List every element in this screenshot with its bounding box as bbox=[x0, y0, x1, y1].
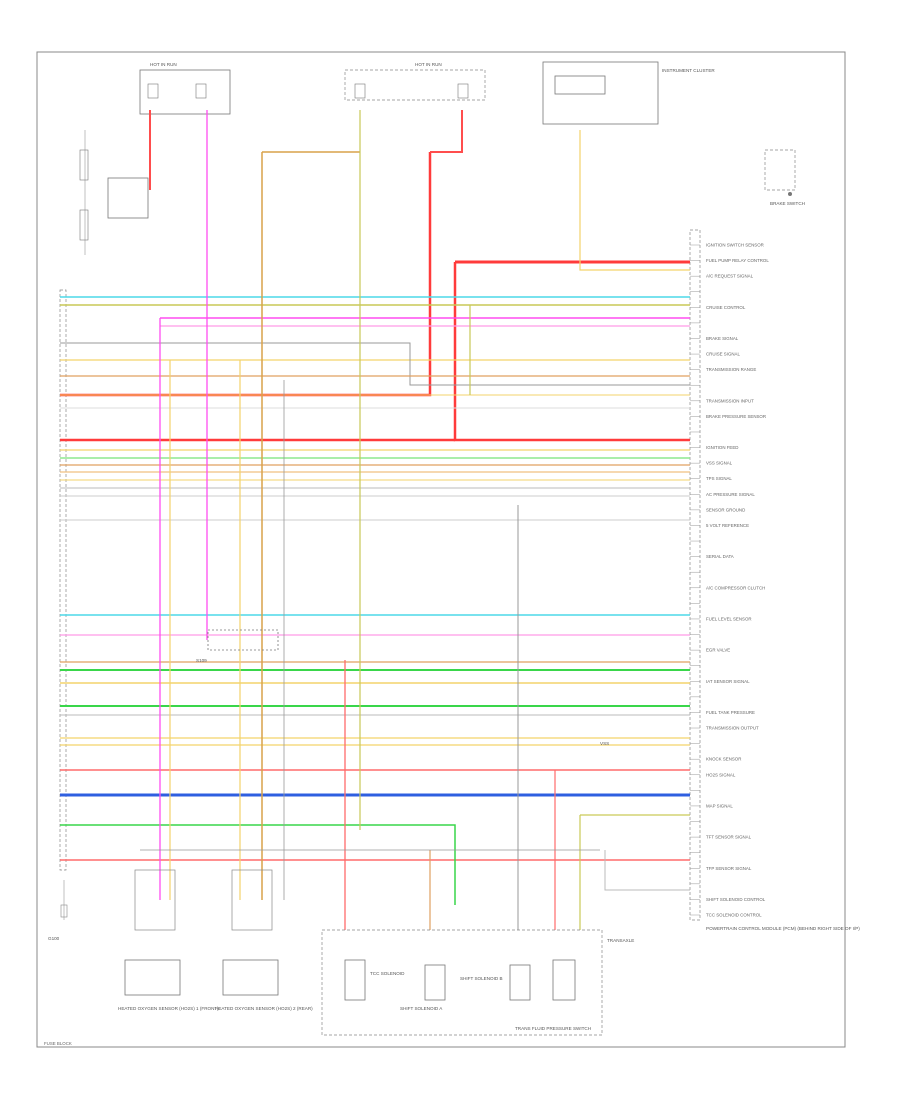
pcm-pin-label: VSS SIGNAL bbox=[706, 461, 733, 466]
fuse-block-right bbox=[344, 69, 486, 101]
shift-solenoid-a bbox=[424, 964, 446, 1001]
pcm-pin-label: SHIFT SOLENOID CONTROL bbox=[706, 897, 766, 902]
pcm-pin-label: TRANSMISSION OUTPUT bbox=[706, 726, 759, 731]
pcm-pin-label: AC PRESSURE SIGNAL bbox=[706, 492, 755, 497]
vss-label: VSS bbox=[600, 741, 609, 746]
pcm-pin-label: HO2S SIGNAL bbox=[706, 772, 736, 777]
sensor-connector-left bbox=[134, 869, 176, 931]
wire-grn bbox=[60, 824, 456, 905]
shift-solenoid-b bbox=[509, 964, 531, 1001]
ho2s-1-sensor bbox=[124, 959, 181, 996]
fuse-icon bbox=[147, 83, 159, 99]
wire-red bbox=[430, 110, 463, 153]
pcm-pin-label: FUEL TANK PRESSURE bbox=[706, 710, 755, 715]
pcm-pin-label: TCC SOLENOID CONTROL bbox=[706, 913, 762, 918]
pcm-pin-label: A/C COMPRESSOR CLUTCH bbox=[706, 585, 765, 590]
brake-switch-label: BRAKE SWITCH bbox=[770, 201, 805, 206]
footer-ref: FUSE BLOCK bbox=[44, 1041, 72, 1046]
ground-ref-label: G100 bbox=[48, 936, 60, 941]
pcm-pin-label: SERIAL DATA bbox=[706, 554, 734, 559]
pcm-pin-label: TPS SIGNAL bbox=[706, 476, 732, 481]
pcm-label: POWERTRAIN CONTROL MODULE (PCM) (BEHIND … bbox=[706, 926, 860, 931]
fuse-icon bbox=[354, 83, 366, 99]
hot-in-run-label-left: HOT IN RUN bbox=[150, 62, 177, 67]
pcm-pin-label: IAT SENSOR SIGNAL bbox=[706, 679, 750, 684]
transaxle-label: TRANSAXLE bbox=[607, 938, 634, 943]
pressure-switch bbox=[552, 959, 576, 1001]
pcm-pin-label: TFT SENSOR SIGNAL bbox=[706, 835, 752, 840]
connector-icon bbox=[60, 904, 68, 918]
instrument-cluster bbox=[542, 61, 659, 125]
transaxle bbox=[321, 929, 603, 1036]
wire-gry bbox=[60, 342, 690, 386]
cluster-subbox bbox=[554, 75, 606, 95]
pcm-pin-label: EGR VALVE bbox=[706, 648, 730, 653]
horizontal-wires bbox=[60, 152, 690, 905]
pcm-pin-label: FUEL PUMP RELAY CONTROL bbox=[706, 258, 769, 263]
pcm-pin-label: BRAKE SIGNAL bbox=[706, 336, 739, 341]
splice-box bbox=[207, 629, 279, 651]
diagram-frame bbox=[36, 51, 846, 1048]
splice-label: S109 bbox=[196, 658, 207, 663]
wire-gry bbox=[604, 850, 690, 891]
connector-icon bbox=[79, 209, 89, 241]
vertical-wires bbox=[140, 110, 690, 930]
pcm-pin-label: IGNITION SWITCH SENSOR bbox=[706, 243, 764, 248]
pressure-switch-label: TRANS FLUID PRESSURE SWITCH bbox=[515, 1026, 591, 1031]
sensor-connector-mid bbox=[231, 869, 273, 931]
ground-icon bbox=[788, 192, 792, 196]
fuse-icon bbox=[195, 83, 207, 99]
pcm-pin-label: IGNITION FEED bbox=[706, 445, 738, 450]
fuse-block-left bbox=[139, 69, 231, 115]
pcm-pin-label: KNOCK SENSOR bbox=[706, 757, 741, 762]
hot-in-run-label-right: HOT IN RUN bbox=[415, 62, 442, 67]
pcm-pin-label: TFP SENSOR SIGNAL bbox=[706, 866, 752, 871]
fuse-icon bbox=[457, 83, 469, 99]
pcm-connector bbox=[689, 229, 701, 921]
shift-solenoid-a-label: SHIFT SOLENOID A bbox=[400, 1006, 443, 1011]
ho2s-1-caption: HEATED OXYGEN SENSOR (HO2S) 1 (FRONT) bbox=[118, 1006, 219, 1011]
wire-tan bbox=[579, 130, 690, 271]
pcm-pin-label: CRUISE SIGNAL bbox=[706, 352, 740, 357]
pcm-pin-label: CRUISE CONTROL bbox=[706, 305, 746, 310]
relay-component bbox=[107, 177, 149, 219]
instrument-cluster-label: INSTRUMENT CLUSTER bbox=[662, 68, 715, 73]
pcm-pin-label: TRANSMISSION RANGE bbox=[706, 367, 756, 372]
left-connector bbox=[59, 289, 67, 871]
pcm-pin-label: TRANSMISSION INPUT bbox=[706, 398, 754, 403]
tcc-solenoid-label: TCC SOLENOID bbox=[370, 971, 405, 976]
pcm-pin-label: BRAKE PRESSURE SENSOR bbox=[706, 414, 766, 419]
pcm-pin-label: SENSOR GROUND bbox=[706, 507, 745, 512]
pcm-pin-label: FUEL LEVEL SENSOR bbox=[706, 616, 752, 621]
shift-solenoid-b-label: SHIFT SOLENOID B bbox=[460, 976, 503, 981]
ho2s-2-caption: HEATED OXYGEN SENSOR (HO2S) 2 (REAR) bbox=[215, 1006, 313, 1011]
connector-icon bbox=[79, 149, 89, 181]
pcm-pin-label: 5 VOLT REFERENCE bbox=[706, 523, 749, 528]
pcm-pin-label: MAP SIGNAL bbox=[706, 803, 733, 808]
pcm-pin-labels: IGNITION SWITCH SENSOR FUEL PUMP RELAY CO… bbox=[690, 243, 769, 918]
brake-switch bbox=[764, 149, 796, 191]
tcc-solenoid bbox=[344, 959, 366, 1001]
ho2s-2-sensor bbox=[222, 959, 279, 996]
pcm-pin-label: A/C REQUEST SIGNAL bbox=[706, 274, 754, 279]
